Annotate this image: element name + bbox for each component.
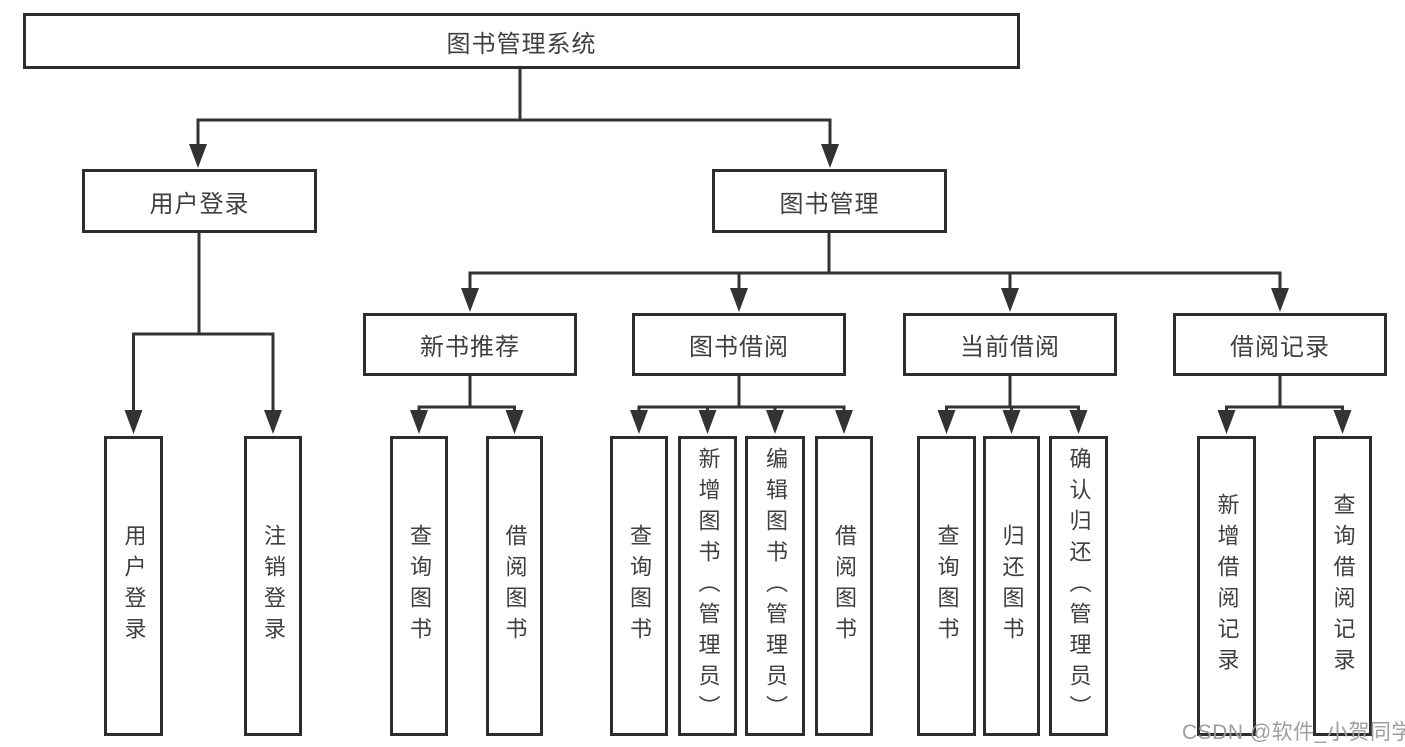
node-book-borrow: 图书借阅 xyxy=(632,313,846,376)
arrow-icon xyxy=(1002,410,1021,434)
leaf-logout: 注销登录 xyxy=(244,436,302,736)
edge-book-mgmt-branch xyxy=(468,233,1282,290)
node-label: 借阅记录 xyxy=(1230,334,1330,361)
arrow-icon xyxy=(698,410,717,434)
node-borrow-records: 借阅记录 xyxy=(1173,313,1387,376)
node-user-login: 用户登录 xyxy=(82,169,317,233)
arrow-icon xyxy=(1001,288,1019,312)
arrow-icon xyxy=(410,410,428,434)
edge-user-login-branch xyxy=(132,233,275,412)
node-new-book-recommend: 新书推荐 xyxy=(363,313,577,376)
leaf-label: 编辑图书（管理员） xyxy=(763,446,788,726)
arrow-icon xyxy=(821,144,839,168)
leaf-label: 查询图书 xyxy=(934,524,960,648)
leaf-label: 新增借阅记录 xyxy=(1214,493,1240,679)
arrow-icon xyxy=(766,410,784,434)
arrow-icon xyxy=(505,410,524,434)
leaf-query-books-3: 查询图书 xyxy=(917,436,976,736)
leaf-borrow-books-1: 借阅图书 xyxy=(486,436,543,736)
leaf-label: 归还图书 xyxy=(999,524,1025,648)
node-label: 当前借阅 xyxy=(960,334,1060,361)
leaf-label: 用户登录 xyxy=(121,524,147,648)
leaf-user-login: 用户登录 xyxy=(104,436,163,736)
edge-borrow-records-branch xyxy=(1225,376,1344,412)
arrow-icon xyxy=(630,410,648,434)
edge-root-to-level2 xyxy=(196,69,832,146)
arrow-icon xyxy=(124,410,143,434)
node-label: 图书管理 xyxy=(779,190,880,218)
node-label: 用户登录 xyxy=(149,190,250,218)
node-label: 图书借阅 xyxy=(689,334,789,361)
arrow-icon xyxy=(1271,288,1289,312)
leaf-return-books: 归还图书 xyxy=(983,436,1040,736)
edge-new-books-branch xyxy=(417,376,516,412)
leaf-add-borrow-record: 新增借阅记录 xyxy=(1197,436,1256,736)
csdn-watermark: CSDN @软件_小贺同学 xyxy=(1182,721,1405,744)
arrow-icon xyxy=(937,410,956,434)
leaf-label: 查询图书 xyxy=(627,524,652,648)
arrow-icon xyxy=(1069,410,1088,434)
leaf-label: 借阅图书 xyxy=(502,524,528,648)
tree-edges xyxy=(132,69,1344,412)
leaf-borrow-books-2: 借阅图书 xyxy=(815,436,873,736)
leaf-label: 查询图书 xyxy=(407,524,432,648)
edge-book-borrow-branch xyxy=(637,376,846,412)
node-book-management: 图书管理 xyxy=(712,169,947,233)
arrow-icon xyxy=(189,144,207,168)
node-label: 图书管理系统 xyxy=(446,30,597,58)
arrow-icon xyxy=(461,288,479,312)
leaf-label: 查询借阅记录 xyxy=(1330,493,1356,679)
leaf-label: 注销登录 xyxy=(261,524,286,648)
node-current-borrow: 当前借阅 xyxy=(903,313,1117,376)
leaf-edit-book-admin: 编辑图书（管理员） xyxy=(745,436,805,736)
arrow-icon xyxy=(730,288,748,312)
arrow-icon xyxy=(1333,410,1352,434)
node-root-library-system: 图书管理系统 xyxy=(23,13,1020,69)
leaf-query-books-2: 查询图书 xyxy=(610,436,668,736)
arrow-icon xyxy=(835,410,853,434)
arrow-icon xyxy=(264,410,282,434)
node-label: 新书推荐 xyxy=(420,334,520,361)
leaf-label: 确认归还（管理员） xyxy=(1066,446,1092,726)
leaf-query-borrow-record: 查询借阅记录 xyxy=(1313,436,1372,736)
arrow-icon xyxy=(1217,410,1236,434)
leaf-label: 借阅图书 xyxy=(832,524,857,648)
leaf-confirm-return-admin: 确认归还（管理员） xyxy=(1049,436,1108,736)
leaf-label: 新增图书（管理员） xyxy=(695,446,721,726)
arrowheads xyxy=(124,144,1352,434)
leaf-query-books-1: 查询图书 xyxy=(390,436,448,736)
leaf-add-book-admin: 新增图书（管理员） xyxy=(678,436,737,736)
edge-current-borrow-branch xyxy=(945,376,1080,412)
